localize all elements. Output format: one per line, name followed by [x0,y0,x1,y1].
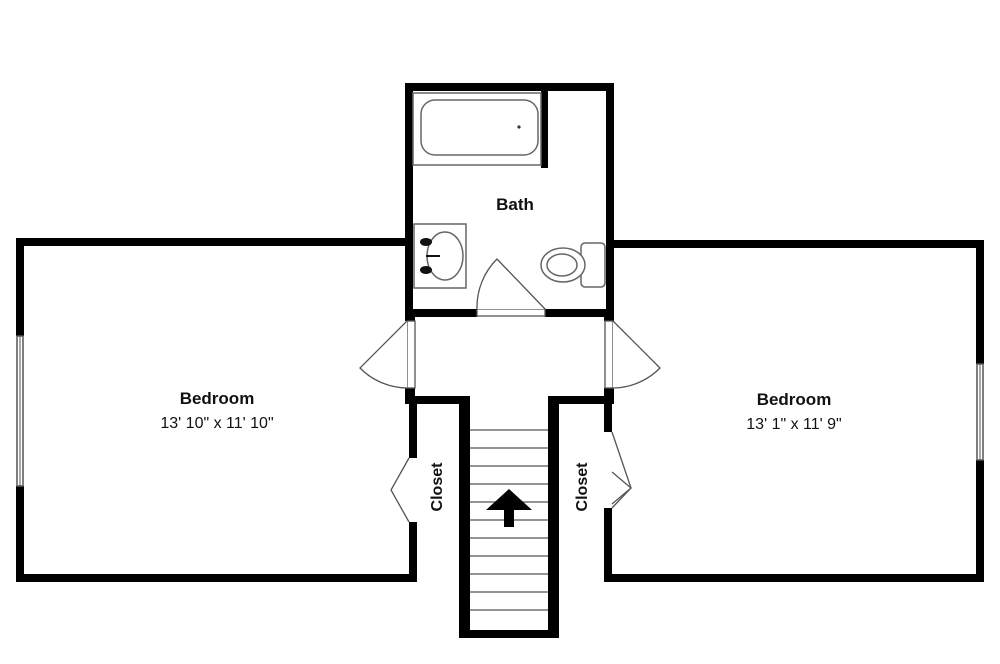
right-closet-label: Closet [574,462,591,512]
bathtub [412,92,542,166]
hall-right-wall-lower [604,388,614,396]
hall-left-wall-lower [405,388,415,396]
bath-top-wall [405,83,614,91]
right-bedroom-bottom-wall [604,574,984,582]
right-bedroom-door-swing [612,320,661,389]
left-closet-label: Closet [429,462,446,512]
left-bedroom-label: Bedroom [179,389,255,408]
bath-bottom-wall-right [545,309,614,317]
left-bedroom-outer-wall-bottom [16,486,24,582]
right-bedroom-top-wall [606,240,984,248]
right-bedroom-outer-wall-top [976,240,984,364]
bath-right-wall [606,83,614,317]
windows [16,335,984,487]
toilet [540,242,606,288]
hall-bottom-wall-right [548,396,614,404]
walls [16,83,984,638]
bath-label: Bath [496,195,534,214]
sink [413,223,467,289]
hall-bottom-wall-left [405,396,470,404]
right-bedroom-outer-wall-bottom [976,460,984,582]
left-closet-door [390,457,410,523]
staircase [470,429,548,611]
left-bedroom-bottom-wall [16,574,417,582]
stair-right-wall [548,396,559,638]
doors [359,258,661,389]
right-closet-wall-bottom [604,508,612,582]
bath-left-wall [405,83,413,317]
left-bedroom-door-swing [359,320,408,389]
stair-left-wall [459,396,470,638]
closet-doors [390,431,633,523]
bath-door [476,308,546,317]
right-bedroom-dimensions: 13' 1" x 11' 9" [746,416,842,433]
left-closet-wall-top [409,396,417,458]
hall-right-wall-upper [604,309,614,321]
left-bedroom-door [406,320,416,389]
bath-tub-partition [541,91,548,168]
bath-door-swing [476,258,546,310]
left-bedroom-dimensions: 13' 10" x 11' 10" [160,415,274,432]
bath-bottom-wall-left [405,309,477,317]
stair-bottom-wall [459,630,559,638]
right-bedroom-label: Bedroom [756,390,832,409]
hall-left-wall-upper [405,309,415,321]
left-closet-wall-bottom [409,522,417,582]
left-bedroom-outer-wall-top [16,238,24,336]
right-closet-wall-top [604,396,612,432]
right-bedroom-door [604,320,614,389]
left-bedroom-top-wall [16,238,413,246]
stair-up-arrow-icon [486,489,532,527]
